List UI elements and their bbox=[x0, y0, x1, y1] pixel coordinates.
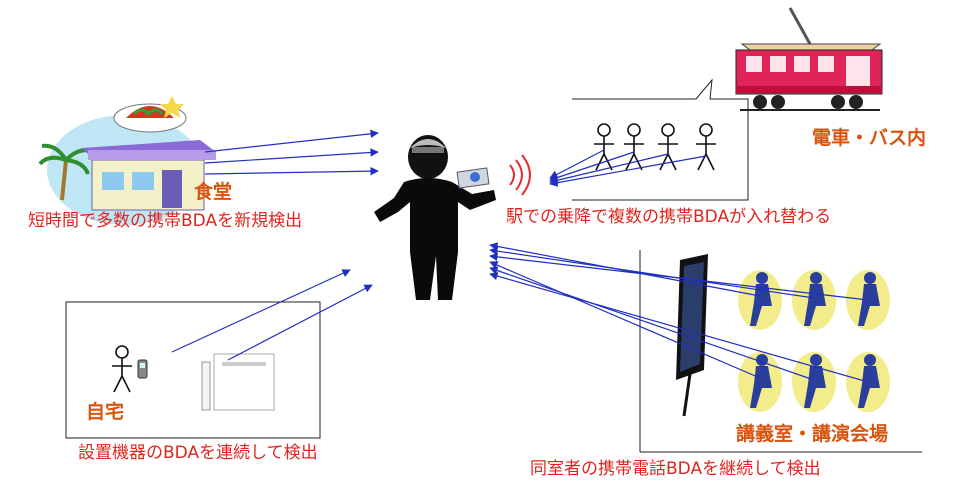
restaurant-illustration bbox=[38, 96, 216, 225]
mobile-phone-icon bbox=[137, 359, 148, 379]
audience bbox=[738, 270, 890, 412]
home-label: 自宅 bbox=[86, 400, 124, 423]
tram-illustration bbox=[735, 7, 883, 111]
lecture-label: 講義室・講演会場 bbox=[736, 422, 888, 445]
home-box bbox=[65, 301, 321, 439]
shokudo-desc: 短時間で多数の携帯BDAを新規検出 bbox=[28, 211, 302, 231]
lecture-box bbox=[639, 250, 922, 453]
train-desc: 駅での乗降で複数の携帯BDAが入れ替わる bbox=[506, 207, 831, 227]
train-label: 電車・バス内 bbox=[812, 126, 926, 149]
scanner-person bbox=[374, 135, 496, 300]
home-arrows bbox=[171, 269, 373, 361]
home-person-icon bbox=[112, 345, 132, 393]
game-console-icon bbox=[201, 353, 275, 411]
radio-waves-icon bbox=[509, 154, 531, 196]
train-box bbox=[572, 78, 749, 201]
train-arrows bbox=[549, 149, 707, 187]
lecture-arrows bbox=[489, 242, 869, 383]
shokudo-label: 食堂 bbox=[194, 180, 232, 203]
passengers bbox=[594, 123, 716, 171]
screen-icon bbox=[676, 254, 708, 417]
restaurant-arrows bbox=[204, 129, 379, 176]
home-desc: 設置機器のBDAを連続して検出 bbox=[78, 443, 318, 463]
lecture-desc: 同室者の携帯電話BDAを継続して検出 bbox=[530, 459, 821, 479]
